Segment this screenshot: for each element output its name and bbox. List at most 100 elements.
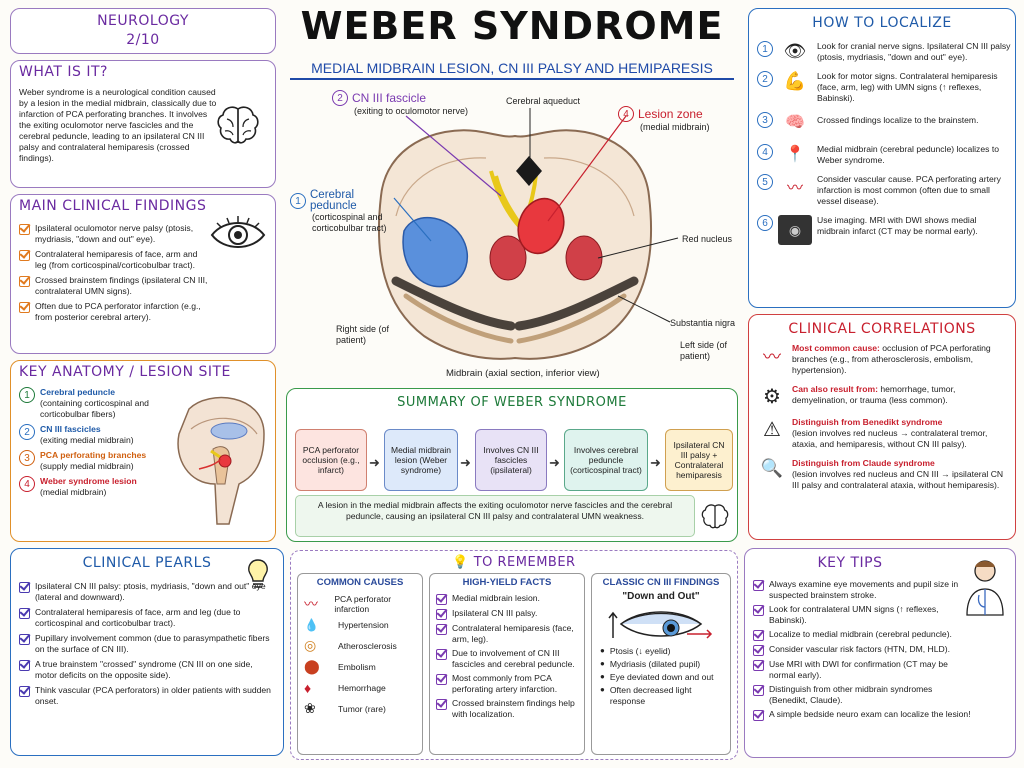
mri-scan-icon: ◉	[778, 215, 812, 245]
fact-item: Contralateral hemiparesis (face, arm, le…	[436, 623, 578, 645]
pearl-item: Pupillary involvement common (due to par…	[19, 633, 274, 655]
midbrain-cross-section	[378, 129, 652, 360]
leader-lines	[393, 108, 679, 323]
localize-step: 5〰Consider vascular cause. PCA perforati…	[757, 174, 1011, 207]
flow-arrow-icon: ➜	[460, 455, 471, 470]
lightbulb-icon	[248, 559, 268, 588]
cause-item: 💧Hypertension	[304, 617, 389, 632]
remember-title: 💡 TO REMEMBER	[452, 555, 576, 570]
correlation-item: ⚙Can also result from: hemorrhage, tumor…	[757, 384, 1011, 409]
tag-count: 2/10	[126, 32, 160, 48]
pearl-item: Contralateral hemiparesis of face, arm a…	[19, 607, 274, 629]
location-pin-icon: 📍	[785, 146, 805, 163]
summary-title: SUMMARY OF WEBER SYNDROME	[397, 395, 627, 410]
artery-icon: 〰	[763, 347, 781, 367]
tips-title: KEY TIPS	[817, 555, 883, 571]
cause-item: ⬤Embolism	[304, 658, 376, 674]
flow-step: Involves CN III fascicles (ipsilateral)	[475, 429, 547, 491]
tag-label: NEUROLOGY	[97, 13, 189, 29]
main-findings-panel: MAIN CLINICAL FINDINGS Ipsilateral oculo…	[10, 194, 276, 354]
correlation-item: ⚠Distinguish from Benedikt syndrome(lesi…	[757, 417, 1011, 450]
pearl-item: Ipsilateral CN III palsy: ptosis, mydria…	[19, 581, 274, 603]
finding-item: Often due to PCA perforator infarction (…	[19, 301, 209, 323]
magnifier-icon: 🔍	[760, 458, 784, 478]
localize-step: 1👁Look for cranial nerve signs. Ipsilate…	[757, 41, 1011, 63]
what-is-it-panel: WHAT IS IT? Weber syndrome is a neurolog…	[10, 60, 276, 188]
tips-panel: KEY TIPS Always examine eye movements an…	[744, 548, 1016, 758]
tip-item: Always examine eye movements and pupil s…	[753, 579, 963, 601]
label-substantia-nigra: Substantia nigra	[670, 318, 736, 328]
blood-drop-icon: ♦	[304, 679, 312, 696]
summary-panel: SUMMARY OF WEBER SYNDROME PCA perforator…	[286, 388, 738, 542]
main-findings-title: MAIN CLINICAL FINDINGS	[19, 198, 207, 214]
vessel-icon: 〰	[786, 180, 803, 197]
what-is-it-title: WHAT IS IT?	[19, 64, 108, 80]
page-subtitle: MEDIAL MIDBRAIN LESION, CN III PALSY AND…	[290, 60, 734, 80]
flow-step: Medial midbrain lesion (Weber syndrome)	[384, 429, 458, 491]
tip-item: Consider vascular risk factors (HTN, DM,…	[753, 644, 963, 656]
doctor-icon	[966, 560, 1004, 616]
pearls-panel: CLINICAL PEARLS Ipsilateral CN III palsy…	[10, 548, 284, 756]
classic-title: CLASSIC CN III FINDINGS	[602, 577, 720, 588]
label-right-side: Right side (of patient)	[336, 324, 390, 345]
anatomy-title: KEY ANATOMY / LESION SITE	[19, 364, 231, 380]
warning-icon: ⚠	[763, 419, 781, 441]
sagittal-brain-illustration	[177, 396, 265, 525]
flow-arrow-icon: ➜	[650, 455, 661, 470]
label-left-side: Left side (of patient)	[680, 340, 728, 361]
fact-item: Crossed brainstem findings help with loc…	[436, 698, 578, 720]
label-red-nucleus: Red nucleus	[682, 234, 733, 244]
brain-icon: 🧠	[785, 114, 805, 131]
tip-item: Use MRI with DWI for confirmation (CT ma…	[753, 659, 963, 681]
flow-arrow-icon: ➜	[549, 455, 560, 470]
finding-item: Crossed brainstem findings (ipsilateral …	[19, 275, 209, 297]
classic-item: ●Ptosis (↓ eyelid)	[600, 646, 671, 656]
eye-icon	[210, 216, 266, 248]
flow-arrow-icon: ➜	[369, 455, 380, 470]
what-is-it-text: Weber syndrome is a neurological conditi…	[19, 87, 217, 163]
label-cerebral-aqueduct: Cerebral aqueduct	[506, 96, 581, 106]
finding-item: Contralateral hemiparesis of face, arm a…	[19, 249, 209, 271]
correlation-item: 🔍Distinguish from Claude syndrome(lesion…	[757, 458, 1011, 491]
cause-item: 〰PCA perforator infarction	[304, 593, 392, 614]
facts-box: HIGH-YIELD FACTS Medial midbrain lesion.…	[429, 573, 585, 755]
localize-title: HOW TO LOCALIZE	[812, 15, 952, 31]
artery-icon: 〰	[304, 595, 318, 612]
classic-subtitle: "Down and Out"	[622, 591, 700, 602]
flow-step: Ipsilateral CN III palsy + Contralateral…	[665, 429, 733, 491]
correlation-item: 〰Most common cause: occlusion of PCA per…	[757, 343, 1011, 376]
vessel-icon: ◎	[304, 637, 317, 653]
tip-item: A simple bedside neuro exam can localize…	[753, 709, 1008, 721]
correlations-title: CLINICAL CORRELATIONS	[788, 321, 976, 337]
eye-icon: 👁	[783, 41, 807, 61]
localize-step: 3🧠Crossed findings localize to the brain…	[757, 112, 1011, 132]
classic-item: ●Eye deviated down and out	[600, 672, 714, 682]
brain-icon	[217, 106, 259, 144]
classic-item: ●Mydriasis (dilated pupil)	[600, 659, 701, 669]
flow-step: Involves cerebral peduncle (corticospina…	[564, 429, 648, 491]
page-title: WEBER SYNDROME	[300, 4, 724, 48]
localize-step: 4📍Medial midbrain (cerebral peduncle) lo…	[757, 144, 1011, 166]
remember-panel: 💡 TO REMEMBER COMMON CAUSES 〰PCA perfora…	[290, 550, 738, 760]
diagram-caption: Midbrain (axial section, inferior view)	[446, 368, 600, 379]
cause-item: ◎Atherosclerosis	[304, 637, 397, 653]
classic-box: CLASSIC CN III FINDINGS "Down and Out" ●…	[591, 573, 731, 755]
classic-item: ●Often decreased light response	[600, 685, 692, 706]
clot-icon: ⬤	[304, 658, 320, 674]
localize-step: 2💪Look for motor signs. Contralateral he…	[757, 71, 1011, 104]
cause-item: ♦Hemorrhage	[304, 679, 386, 696]
cause-item: ❀Tumor (rare)	[304, 700, 386, 716]
tip-item: Distinguish from other midbrain syndrome…	[753, 684, 963, 706]
flexed-arm-icon: 💪	[783, 71, 807, 91]
flow-step: PCA perforator occlusion (e.g., infarct)	[295, 429, 367, 491]
tip-item: Localize to medial midbrain (cerebral pe…	[753, 629, 963, 641]
brain-icon	[701, 504, 729, 529]
